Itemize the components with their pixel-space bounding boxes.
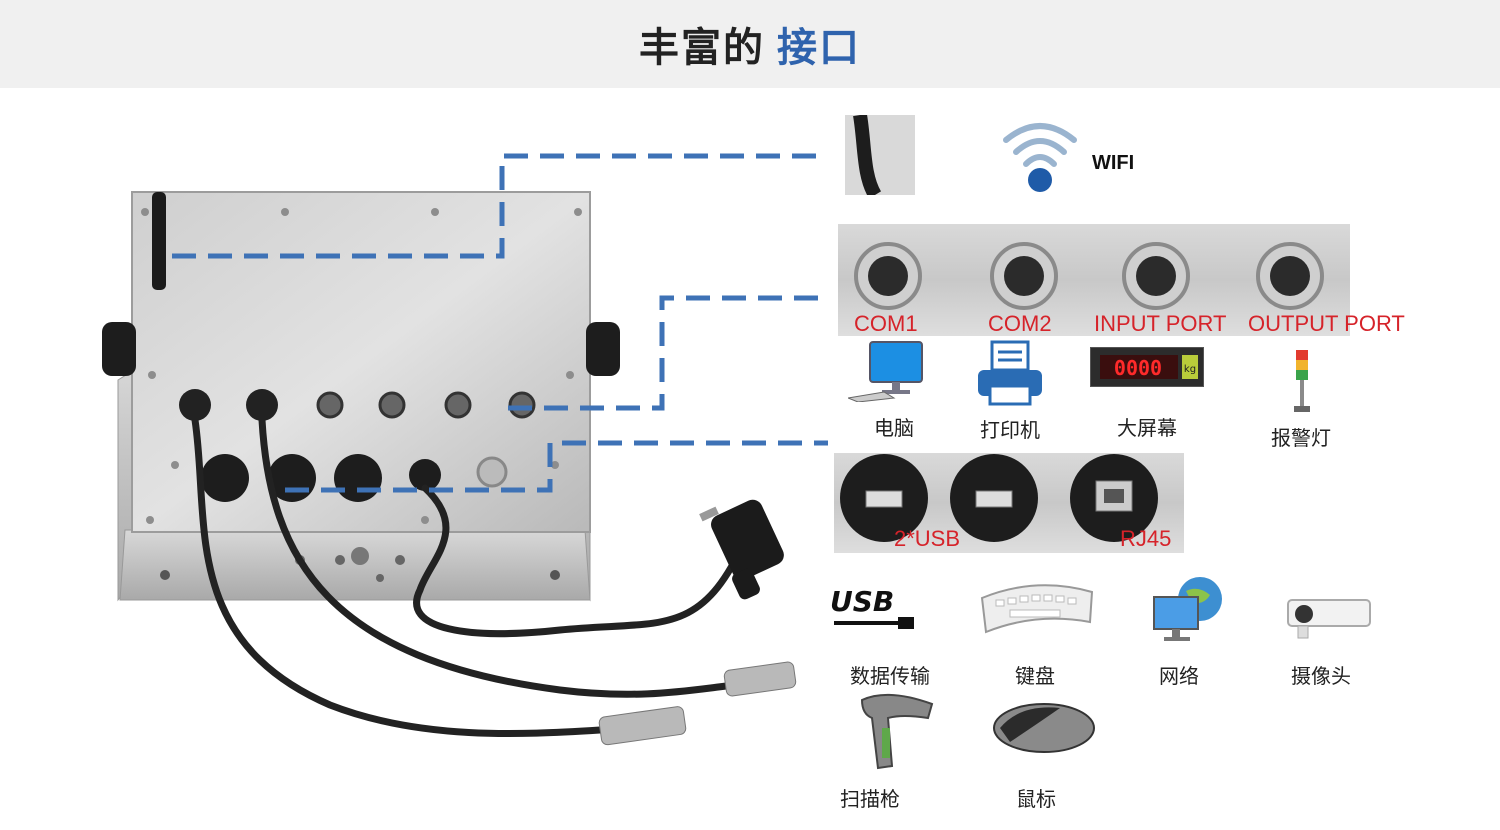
device-label-printer: 打印机 <box>980 418 1040 442</box>
port-label-usb: 2*USB <box>894 526 961 551</box>
big-display-icon: 0000 kg <box>1090 347 1204 387</box>
indicator-back-panel-image <box>102 153 828 746</box>
device-label-alarm-light: 报警灯 <box>1271 426 1331 450</box>
port-label-input: INPUT PORT <box>1094 311 1227 336</box>
device-label-network: 网络 <box>1159 664 1199 688</box>
mouse-icon <box>993 703 1095 753</box>
header-bar: 丰富的接口 <box>0 0 1500 88</box>
com-connectors <box>854 242 1324 310</box>
computer-icon <box>848 341 923 402</box>
device-label-mouse: 鼠标 <box>1016 787 1056 811</box>
port-label-output: OUTPUT PORT <box>1248 311 1405 336</box>
device-label-data-transfer: 数据传输 <box>850 664 930 688</box>
svg-text:USB: USB <box>830 585 894 618</box>
display-unit: kg <box>1184 364 1196 375</box>
printer-icon <box>978 340 1042 406</box>
device-label-computer: 电脑 <box>874 416 914 440</box>
scanner-icon <box>860 693 934 770</box>
wifi-label: WIFI <box>1092 152 1135 174</box>
camera-icon <box>1287 599 1371 639</box>
antenna-photo <box>845 115 915 195</box>
device-label-scanner: 扫描枪 <box>840 787 900 811</box>
display-digits: 0000 <box>1114 356 1162 380</box>
usb-logo-icon: USB <box>830 585 914 629</box>
title-main: 丰富的 <box>639 25 765 71</box>
network-icon <box>1153 577 1222 641</box>
keyboard-icon <box>980 584 1094 634</box>
device-label-camera: 摄像头 <box>1291 664 1351 688</box>
port-label-com1: COM1 <box>854 311 918 336</box>
wifi-icon <box>1003 123 1077 192</box>
usb-rj45-connectors <box>840 454 1158 542</box>
port-label-rj45: RJ45 <box>1120 526 1172 551</box>
port-label-com2: COM2 <box>988 311 1052 336</box>
device-label-big-display: 大屏幕 <box>1117 416 1177 440</box>
alarm-light-icon <box>1294 350 1310 412</box>
page-title: 丰富的接口 <box>639 15 861 73</box>
device-label-keyboard: 键盘 <box>1015 664 1055 688</box>
title-accent: 接口 <box>777 25 861 71</box>
